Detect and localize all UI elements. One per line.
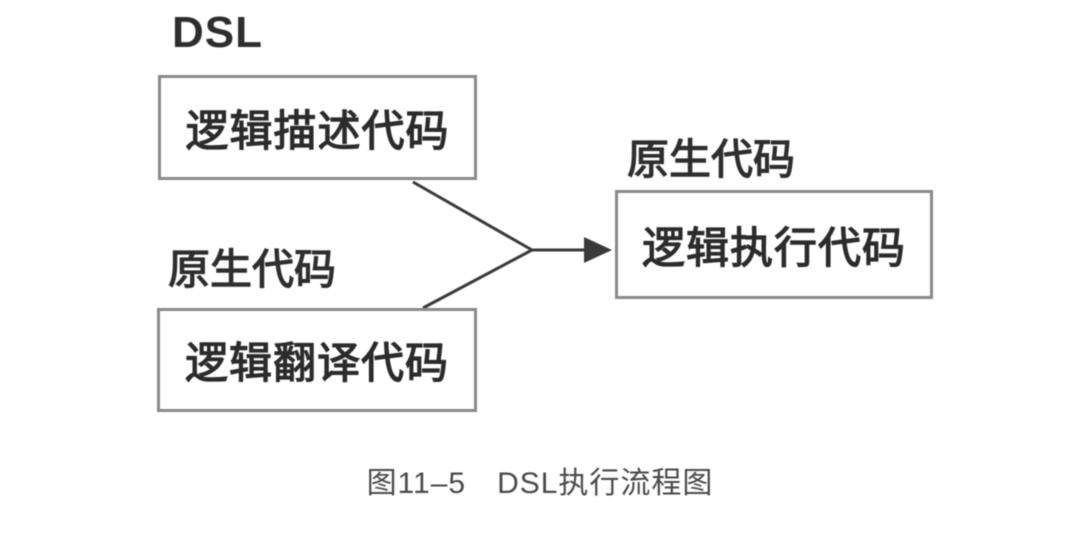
edge-translation-to-junction (422, 248, 533, 310)
figure-caption: 图11–5 DSL执行流程图 (366, 467, 714, 500)
node-logic-translation: 逻辑翻译代码 (157, 308, 477, 412)
edge-description-to-junction (412, 180, 533, 252)
node-logic-translation-label: 逻辑翻译代码 (185, 340, 449, 388)
native-code-label-left: 原生代码 (168, 246, 337, 293)
arrowhead-icon (584, 237, 612, 263)
node-logic-execution-label: 逻辑执行代码 (642, 224, 906, 273)
dsl-group-label: DSL (172, 8, 263, 57)
native-code-label-right: 原生代码 (627, 136, 796, 183)
node-logic-description: 逻辑描述代码 (158, 75, 477, 180)
node-logic-description-label: 逻辑描述代码 (185, 107, 450, 156)
node-logic-execution: 逻辑执行代码 (615, 190, 933, 299)
